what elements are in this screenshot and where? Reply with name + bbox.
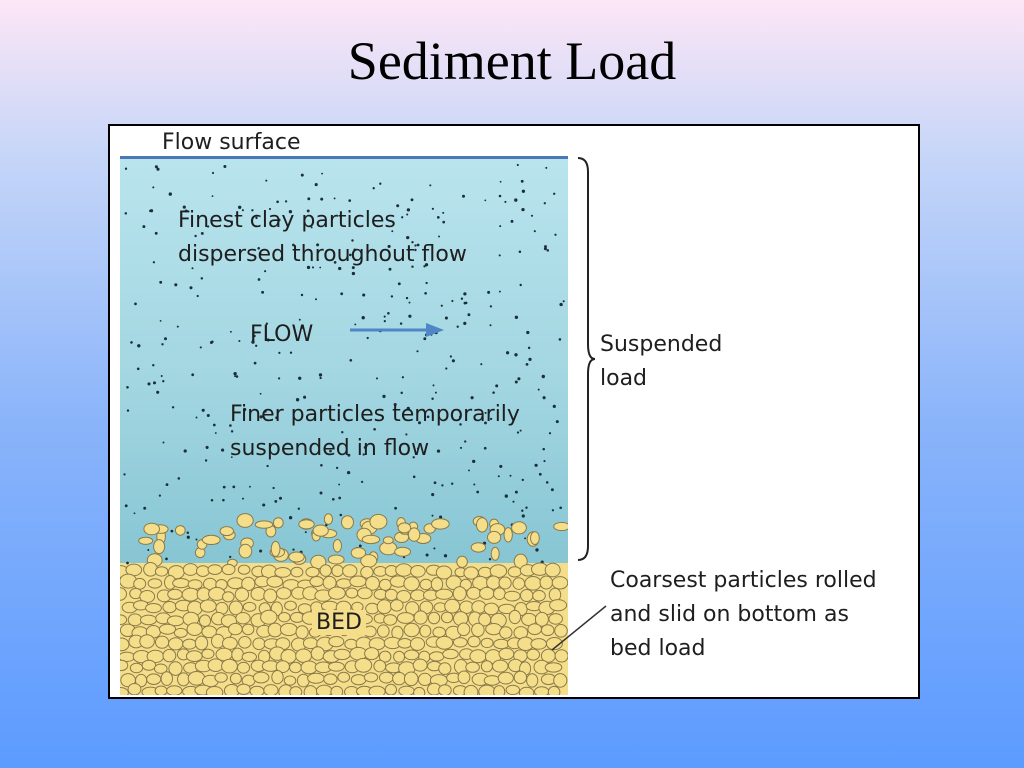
suspended-load-brace xyxy=(577,157,596,561)
slide-title: Sediment Load xyxy=(347,31,677,91)
finest-particles-label-line2: dispersed throughout flow xyxy=(178,242,467,267)
flow-surface-label: Flow surface xyxy=(162,130,301,155)
finer-particles-label-line1: Finer particles temporarily xyxy=(230,402,520,427)
bed-load-label-line3: bed load xyxy=(610,636,706,661)
suspended-load-label-line1: Suspended xyxy=(600,332,723,357)
flow-surface-line xyxy=(120,156,568,159)
finest-particles-label-line1: Finest clay particles xyxy=(178,208,396,233)
flow-label: FLOW xyxy=(250,322,314,347)
water-column xyxy=(120,157,568,569)
sediment-diagram: Flow surface Finest clay particles dispe… xyxy=(108,124,920,699)
flow-arrow-icon xyxy=(350,323,444,337)
bed-label: BED xyxy=(312,610,366,635)
finer-particles-label-line2: suspended in flow xyxy=(230,436,430,461)
bed-load-label-line2: and slid on bottom as xyxy=(610,602,849,627)
bed-load-label-line1: Coarsest particles rolled xyxy=(610,568,877,593)
suspended-load-label-line2: load xyxy=(600,366,648,391)
bed-load-leader-line xyxy=(551,605,607,651)
